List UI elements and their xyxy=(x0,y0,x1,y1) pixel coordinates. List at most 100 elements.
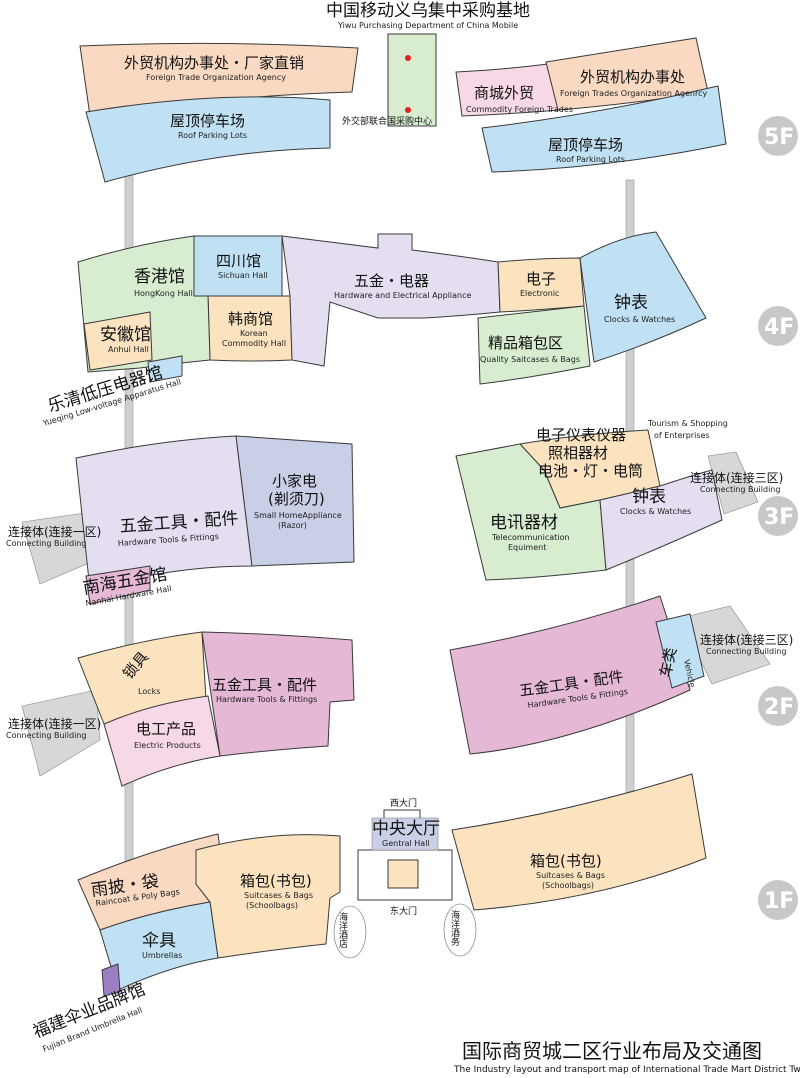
label-hardware-4f-zh: 五金・电器 xyxy=(354,272,429,290)
label-foreign-left-en: Foreign Trade Organization Agency xyxy=(146,73,286,82)
hotel-marker xyxy=(333,905,367,959)
zone-yueqing[interactable] xyxy=(147,355,183,383)
badge-2f[interactable] xyxy=(758,686,798,726)
label-east-gate: 东大门 xyxy=(390,905,417,917)
badge-5f-label: 5F xyxy=(764,125,794,150)
label-commodity-en: Commodity Foreign Trades xyxy=(466,105,573,114)
label-telecom-en1: Telecommunication xyxy=(491,533,569,542)
label-umbrellas-zh: 伞具 xyxy=(142,931,176,951)
zone-telecom[interactable] xyxy=(455,443,607,581)
zone-clocks-3f[interactable] xyxy=(599,469,723,571)
badge-5f[interactable] xyxy=(758,116,798,156)
label-connect-left-3f-zh: 连接体(连接一区) xyxy=(8,524,101,539)
label-roof-right-en: Roof Parking Lots xyxy=(556,155,625,164)
label-small-zh2: (剃须刀) xyxy=(268,490,325,508)
badge-2f-label: 2F xyxy=(764,695,794,720)
label-mobile-zh: 中国移动义乌集中采购基地 xyxy=(326,1,530,21)
label-bags-left-en2: (Schoolbags) xyxy=(246,901,298,910)
label-hotel-left: 海洋酒店 xyxy=(337,911,348,949)
label-korean-en2: Commodity Hall xyxy=(222,339,286,348)
zone-nanhai[interactable] xyxy=(85,565,151,605)
label-bags-right-en1: Suitcases & Bags xyxy=(536,871,605,880)
zone-fujian-brand[interactable] xyxy=(101,963,121,997)
label-bags-left-en1: Suitcases & Bags xyxy=(244,891,313,900)
zone-small-appliance[interactable] xyxy=(235,435,355,567)
zone-roof-parking-left[interactable] xyxy=(85,96,331,183)
label-roof-left-en: Roof Parking Lots xyxy=(178,131,247,140)
zone-roof-parking-right[interactable] xyxy=(481,85,727,173)
badge-1f[interactable] xyxy=(758,880,798,920)
badge-1f-label: 1F xyxy=(764,889,794,914)
label-umbrellas-en: Umbrellas xyxy=(142,951,182,960)
zone-suitcases-1f-left[interactable] xyxy=(195,834,341,959)
label-electronic-zh: 电子 xyxy=(526,270,556,288)
zone-china-mobile[interactable] xyxy=(387,33,437,127)
label-connect-left-2f-zh: 连接体(连接一区) xyxy=(8,716,101,731)
label-anhui-en: Anhui Hall xyxy=(108,345,149,354)
label-small-zh1: 小家电 xyxy=(272,472,317,490)
marker-dot xyxy=(405,107,411,113)
label-connect-right-2f-en: Connecting Building xyxy=(706,647,786,656)
badge-4f-label: 4F xyxy=(764,315,794,340)
label-telecom-en2: Equiment xyxy=(508,543,546,552)
label-hk-en: HongKong Hall xyxy=(134,289,193,298)
map-title-en: The Industry layout and transport map of… xyxy=(453,1065,800,1075)
connecting-building-right-3f xyxy=(707,451,759,515)
label-foreign-right-en: Foreign Trades Organization Agenrcy xyxy=(560,89,708,98)
zone-suitcases-1f-right[interactable] xyxy=(451,773,707,911)
label-instruments-zh3: 电池・灯・电筒 xyxy=(538,462,643,480)
label-korean-en1: Korean xyxy=(240,329,268,338)
label-instruments-zh1: 电子仪表仪器 xyxy=(536,426,626,444)
label-roof-right-zh: 屋顶停车场 xyxy=(548,136,623,154)
zone-hardware-tools-2f-right[interactable] xyxy=(449,595,691,755)
label-connect-right-3f-zh: 连接体(连接三区) xyxy=(690,470,783,485)
central-hall-box xyxy=(371,817,439,851)
label-telecom-zh: 电讯器材 xyxy=(490,513,558,533)
zone-quality-suitcases[interactable] xyxy=(477,305,591,385)
label-small-en2: (Razor) xyxy=(278,521,307,530)
label-suitcases-4f-zh: 精品箱包区 xyxy=(488,334,563,352)
connecting-building-left-2f xyxy=(21,689,101,777)
label-central-en: Gentral Hall xyxy=(382,839,430,848)
label-korean-zh: 韩商馆 xyxy=(228,310,273,328)
floor-2f: 锁具 Locks 电工产品 Electric Products 五金工具・配件 … xyxy=(6,595,793,787)
label-locks-en: Locks xyxy=(138,687,160,696)
label-vehicle-zh: 车类 xyxy=(656,646,680,679)
label-sichuan-en: Sichuan Hall xyxy=(218,271,268,280)
map-title-zh: 国际商贸城二区行业布局及交通图 xyxy=(462,1039,762,1063)
floor-badges: 5F 4F 3F 2F 1F xyxy=(758,116,798,920)
zone-hardware-electrical[interactable] xyxy=(281,233,501,367)
floor-5f: 中国移动义乌集中采购基地 Yiwu Purchasing Department … xyxy=(79,1,727,183)
label-electric-en: Electric Products xyxy=(134,741,201,750)
label-tools-2f-left-zh: 五金工具・配件 xyxy=(212,676,317,694)
label-mobile-en: Yiwu Purchasing Department of China Mobi… xyxy=(337,21,518,30)
label-tourism-en2: of Enterprises xyxy=(654,431,710,440)
label-connect-left-3f-en: Connecting Building xyxy=(6,539,86,548)
badge-3f[interactable] xyxy=(758,496,798,536)
zone-umbrellas[interactable] xyxy=(99,901,219,991)
label-clocks-3f-en: Clocks & Watches xyxy=(620,507,691,516)
label-electric-zh: 电工产品 xyxy=(136,720,196,738)
label-foreign-left-zh: 外贸机构办事处・厂家直销 xyxy=(124,54,304,72)
label-hardware-4f-en: Hardware and Electrical Appliance xyxy=(334,291,472,300)
label-instruments-zh2: 照相器材 xyxy=(548,444,608,462)
label-connect-left-2f-en: Connecting Building xyxy=(6,731,86,740)
zone-anhui-hall[interactable] xyxy=(83,311,153,371)
label-sichuan-zh: 四川馆 xyxy=(216,252,261,270)
label-bags-right-zh: 箱包(书包) xyxy=(530,852,602,870)
label-tourism-en1: Tourism & Shopping xyxy=(647,419,728,428)
label-suitcases-4f-en: Quality Saitcases & Bags xyxy=(480,355,580,364)
label-hk-zh: 香港馆 xyxy=(134,267,185,287)
floor-4f: 香港馆 HongKong Hall 四川馆 Sichuan Hall 安徽馆 A… xyxy=(41,231,707,428)
label-electronic-en: Electronic xyxy=(520,289,559,298)
label-mfa-zh: 外交部联合国采购中心 xyxy=(342,115,432,127)
floor-3f: 五金工具・配件 Hardware Tools & Fittings 小家电 (剃… xyxy=(6,419,783,608)
label-roof-left-zh: 屋顶停车场 xyxy=(170,112,245,130)
zone-vehicle[interactable] xyxy=(655,613,705,689)
floor-1f: 西大门 中央大厅 Gentral Hall 东大门 雨披・袋 Raincoat … xyxy=(30,773,707,1054)
zone-hardware-tools-2f-left[interactable] xyxy=(201,631,355,757)
label-clocks-3f-zh: 钟表 xyxy=(632,487,666,507)
badge-3f-label: 3F xyxy=(764,505,794,530)
zone-clocks-4f[interactable] xyxy=(579,231,707,363)
badge-4f[interactable] xyxy=(758,306,798,346)
